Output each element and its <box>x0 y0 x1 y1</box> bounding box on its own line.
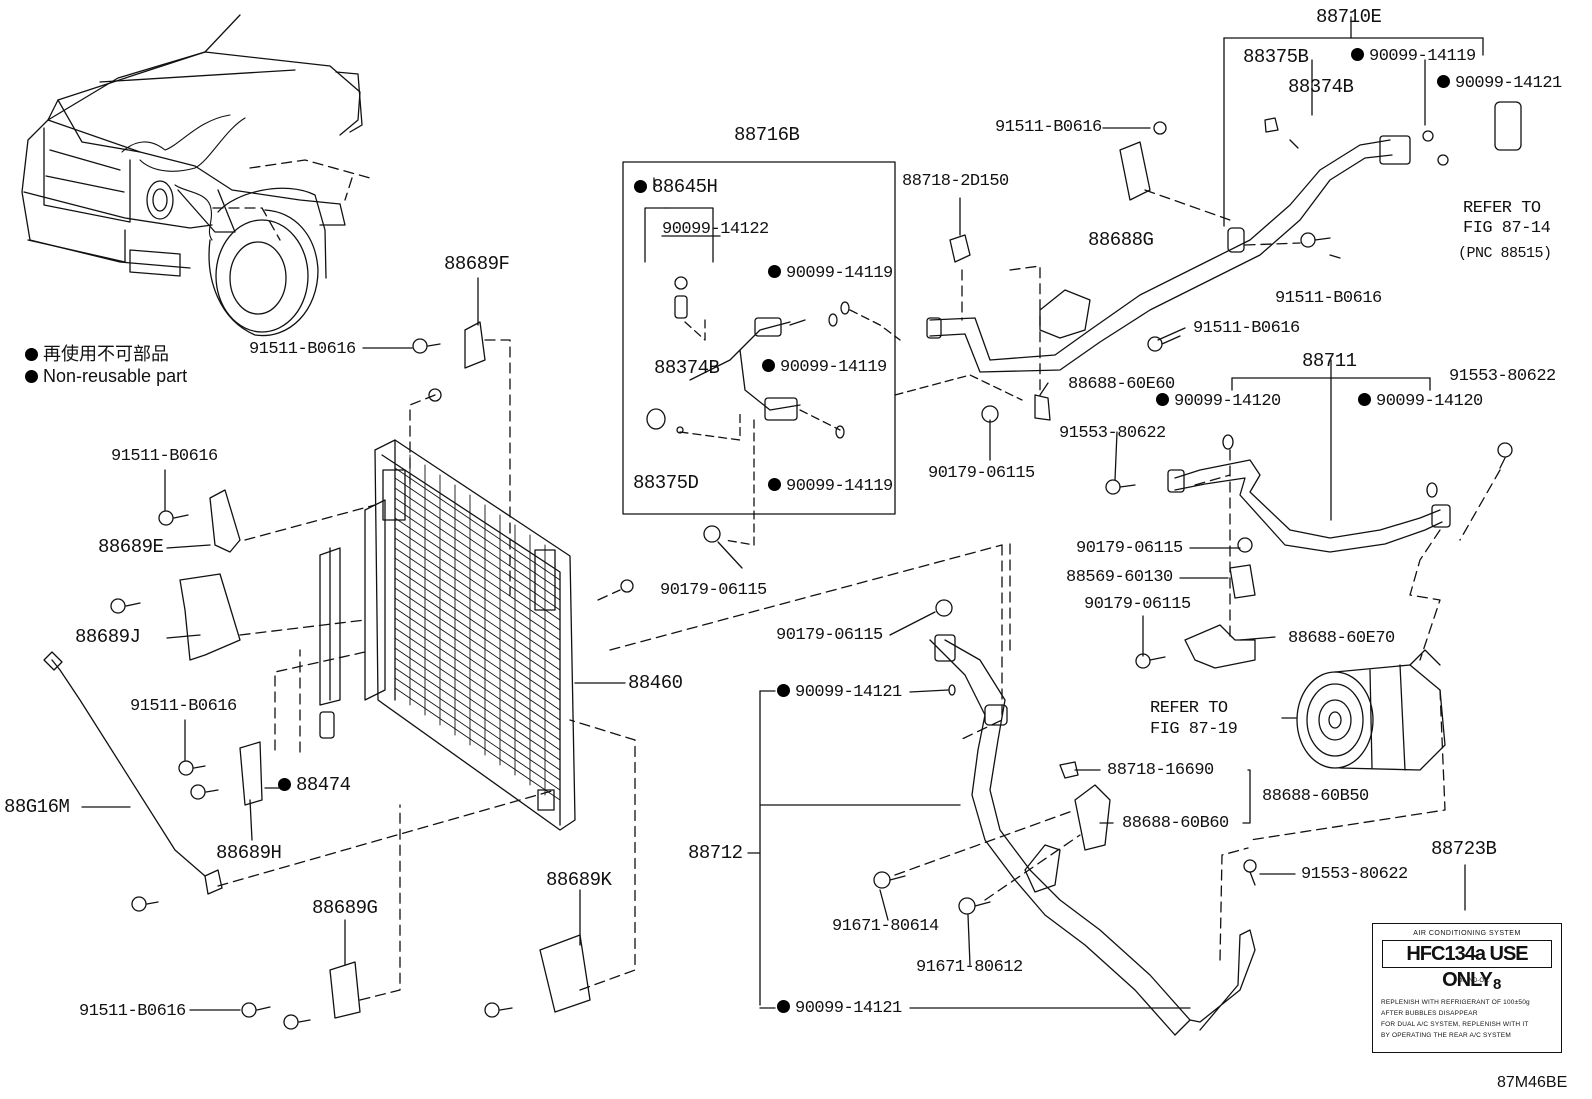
label-91511-B0616-a: 91511-B0616 <box>995 118 1102 137</box>
label-88569-60130: 88569-60130 <box>1066 568 1173 587</box>
label-90099-14121-c: 90099-14121 <box>777 1000 902 1017</box>
compressor <box>1249 649 1446 841</box>
hose-88712 <box>759 539 1257 1036</box>
ac-label-line-4: BY OPERATING THE REAR A/C SYSTEM <box>1381 1032 1511 1039</box>
label-91553-80622-a: 91553-80622 <box>1449 367 1556 386</box>
legend-jp: 再使用不可部品 <box>25 340 169 366</box>
label-88689E: 88689E <box>98 536 164 558</box>
label-91671-80614: 91671-80614 <box>832 917 939 936</box>
label-90179-06115-d: 90179-06115 <box>660 581 767 600</box>
label-88712: 88712 <box>688 842 743 864</box>
label-90099-14119-d: 90099-14119 <box>768 478 893 495</box>
label-88460: 88460 <box>628 672 683 694</box>
label-88375D: 88375D <box>633 472 699 494</box>
vehicle-front-illustration <box>21 14 371 337</box>
refer-87-19-line1: REFER TO <box>1150 699 1228 718</box>
label-91553-80622-b: 91553-80622 <box>1059 424 1166 443</box>
label-88G16M: 88G16M <box>4 796 70 818</box>
label-90179-06115-a: 90179-06115 <box>928 464 1035 483</box>
label-88718-2D150: 88718-2D150 <box>902 172 1009 191</box>
label-88688-60B50: 88688-60B50 <box>1262 787 1369 806</box>
label-90099-14120-a: 90099-14120 <box>1156 393 1281 410</box>
label-88689G: 88689G <box>312 897 378 919</box>
label-90099-14121-b: 90099-14121 <box>777 684 902 701</box>
label-88688G: 88688G <box>1088 229 1154 251</box>
label-88689F: 88689F <box>444 253 510 275</box>
ac-label-oil-caption: OIL ND-OIL <box>1457 978 1489 984</box>
ac-label-line-2: AFTER BUBBLES DISAPPEAR <box>1381 1010 1478 1017</box>
label-88688-60B60: 88688-60B60 <box>1122 814 1229 833</box>
label-90179-06115-e: 90179-06115 <box>776 626 883 645</box>
label-90099-14122: 90099-14122 <box>662 220 769 239</box>
label-88710E: 88710E <box>1316 6 1382 28</box>
label-88375B: 88375B <box>1243 46 1309 68</box>
label-91511-B0616-f: 91511-B0616 <box>130 697 237 716</box>
ac-label-line-1: REPLENISH WITH REFRIGERANT OF 100±50g <box>1381 999 1530 1006</box>
label-leader-lines <box>81 127 1466 1011</box>
brackets-and-bolts <box>43 321 634 1030</box>
label-88689K: 88689K <box>546 869 612 891</box>
label-90099-14121-a: 90099-14121 <box>1437 75 1562 92</box>
refer-87-14-line2: FIG 87-14 <box>1463 219 1551 238</box>
label-88474: 88474 <box>278 776 351 795</box>
label-90179-06115-b: 90179-06115 <box>1076 539 1183 558</box>
ac-label-oil-value: 8 <box>1493 976 1502 993</box>
suction-pipe-88710E <box>926 16 1522 396</box>
88716B-box <box>622 161 1023 546</box>
ac-label-brand: HFC134a USE ONLY <box>1382 940 1552 991</box>
discharge-pipe-88711 <box>981 359 1513 669</box>
label-88688-60E70: 88688-60E70 <box>1288 629 1395 648</box>
label-88688-60E60: 88688-60E60 <box>1068 375 1175 394</box>
label-90099-14119-a: 90099-14119 <box>1351 48 1476 65</box>
label-91511-B0616-e: 91511-B0616 <box>111 447 218 466</box>
label-88374B-a: 88374B <box>1288 76 1354 98</box>
label-88689J: 88689J <box>75 626 141 648</box>
label-88645H: 88645H <box>634 178 718 197</box>
legend-en: Non-reusable part <box>25 366 187 387</box>
assembly-dashed-lines <box>217 339 1003 1001</box>
label-90179-06115-c: 90179-06115 <box>1084 595 1191 614</box>
ac-system-label: AIR CONDITIONING SYSTEM HFC134a USE ONLY… <box>1372 923 1562 1053</box>
label-88718-16690: 88718-16690 <box>1107 761 1214 780</box>
condenser-assembly <box>364 439 576 831</box>
label-91511-B0616-c: 91511-B0616 <box>1193 319 1300 338</box>
ac-label-line-3: FOR DUAL A/C SYSTEM, REPLENISH WITH IT <box>1381 1021 1529 1028</box>
label-88689H: 88689H <box>216 842 282 864</box>
label-91671-80612: 91671-80612 <box>916 958 1023 977</box>
label-88711: 88711 <box>1302 350 1357 372</box>
label-91553-80622-c: 91553-80622 <box>1301 865 1408 884</box>
label-91511-B0616-g: 91511-B0616 <box>79 1002 186 1021</box>
refer-87-19-line2: FIG 87-19 <box>1150 720 1238 739</box>
label-91511-B0616-d: 91511-B0616 <box>249 340 356 359</box>
label-90099-14119-b: 90099-14119 <box>768 265 893 282</box>
refer-87-14-line1: REFER TO <box>1463 199 1541 218</box>
receiver-parts <box>319 547 341 739</box>
ac-label-header: AIR CONDITIONING SYSTEM <box>1413 930 1521 937</box>
label-88716B: 88716B <box>734 124 800 146</box>
label-90099-14119-c: 90099-14119 <box>762 359 887 376</box>
refer-87-14-pnc: (PNC 88515) <box>1458 245 1552 262</box>
figure-code: 87M46BE <box>1497 1074 1568 1091</box>
label-90099-14120-b: 90099-14120 <box>1358 393 1483 410</box>
label-88374B-b: 88374B <box>654 357 720 379</box>
label-91511-B0616-b: 91511-B0616 <box>1275 289 1382 308</box>
label-88723B: 88723B <box>1431 838 1497 860</box>
